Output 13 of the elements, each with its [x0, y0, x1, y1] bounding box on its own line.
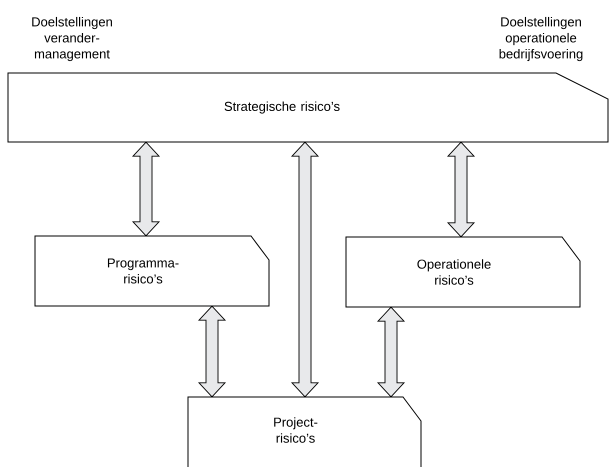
risk-box — [8, 72, 608, 142]
double-arrow — [376, 306, 406, 398]
double-arrow — [290, 142, 320, 398]
box-label: Operationele risico’s — [417, 259, 491, 285]
box-label: Project- risico’s — [274, 417, 318, 443]
box-label: Strategische risico’s — [224, 101, 340, 114]
risk-box — [188, 396, 422, 467]
double-arrow — [446, 142, 476, 238]
box-label: Programma- risico’s — [108, 258, 179, 284]
double-arrow — [132, 142, 160, 236]
double-arrow — [198, 306, 226, 398]
risk-box — [34, 236, 270, 306]
risk-box — [346, 236, 580, 308]
